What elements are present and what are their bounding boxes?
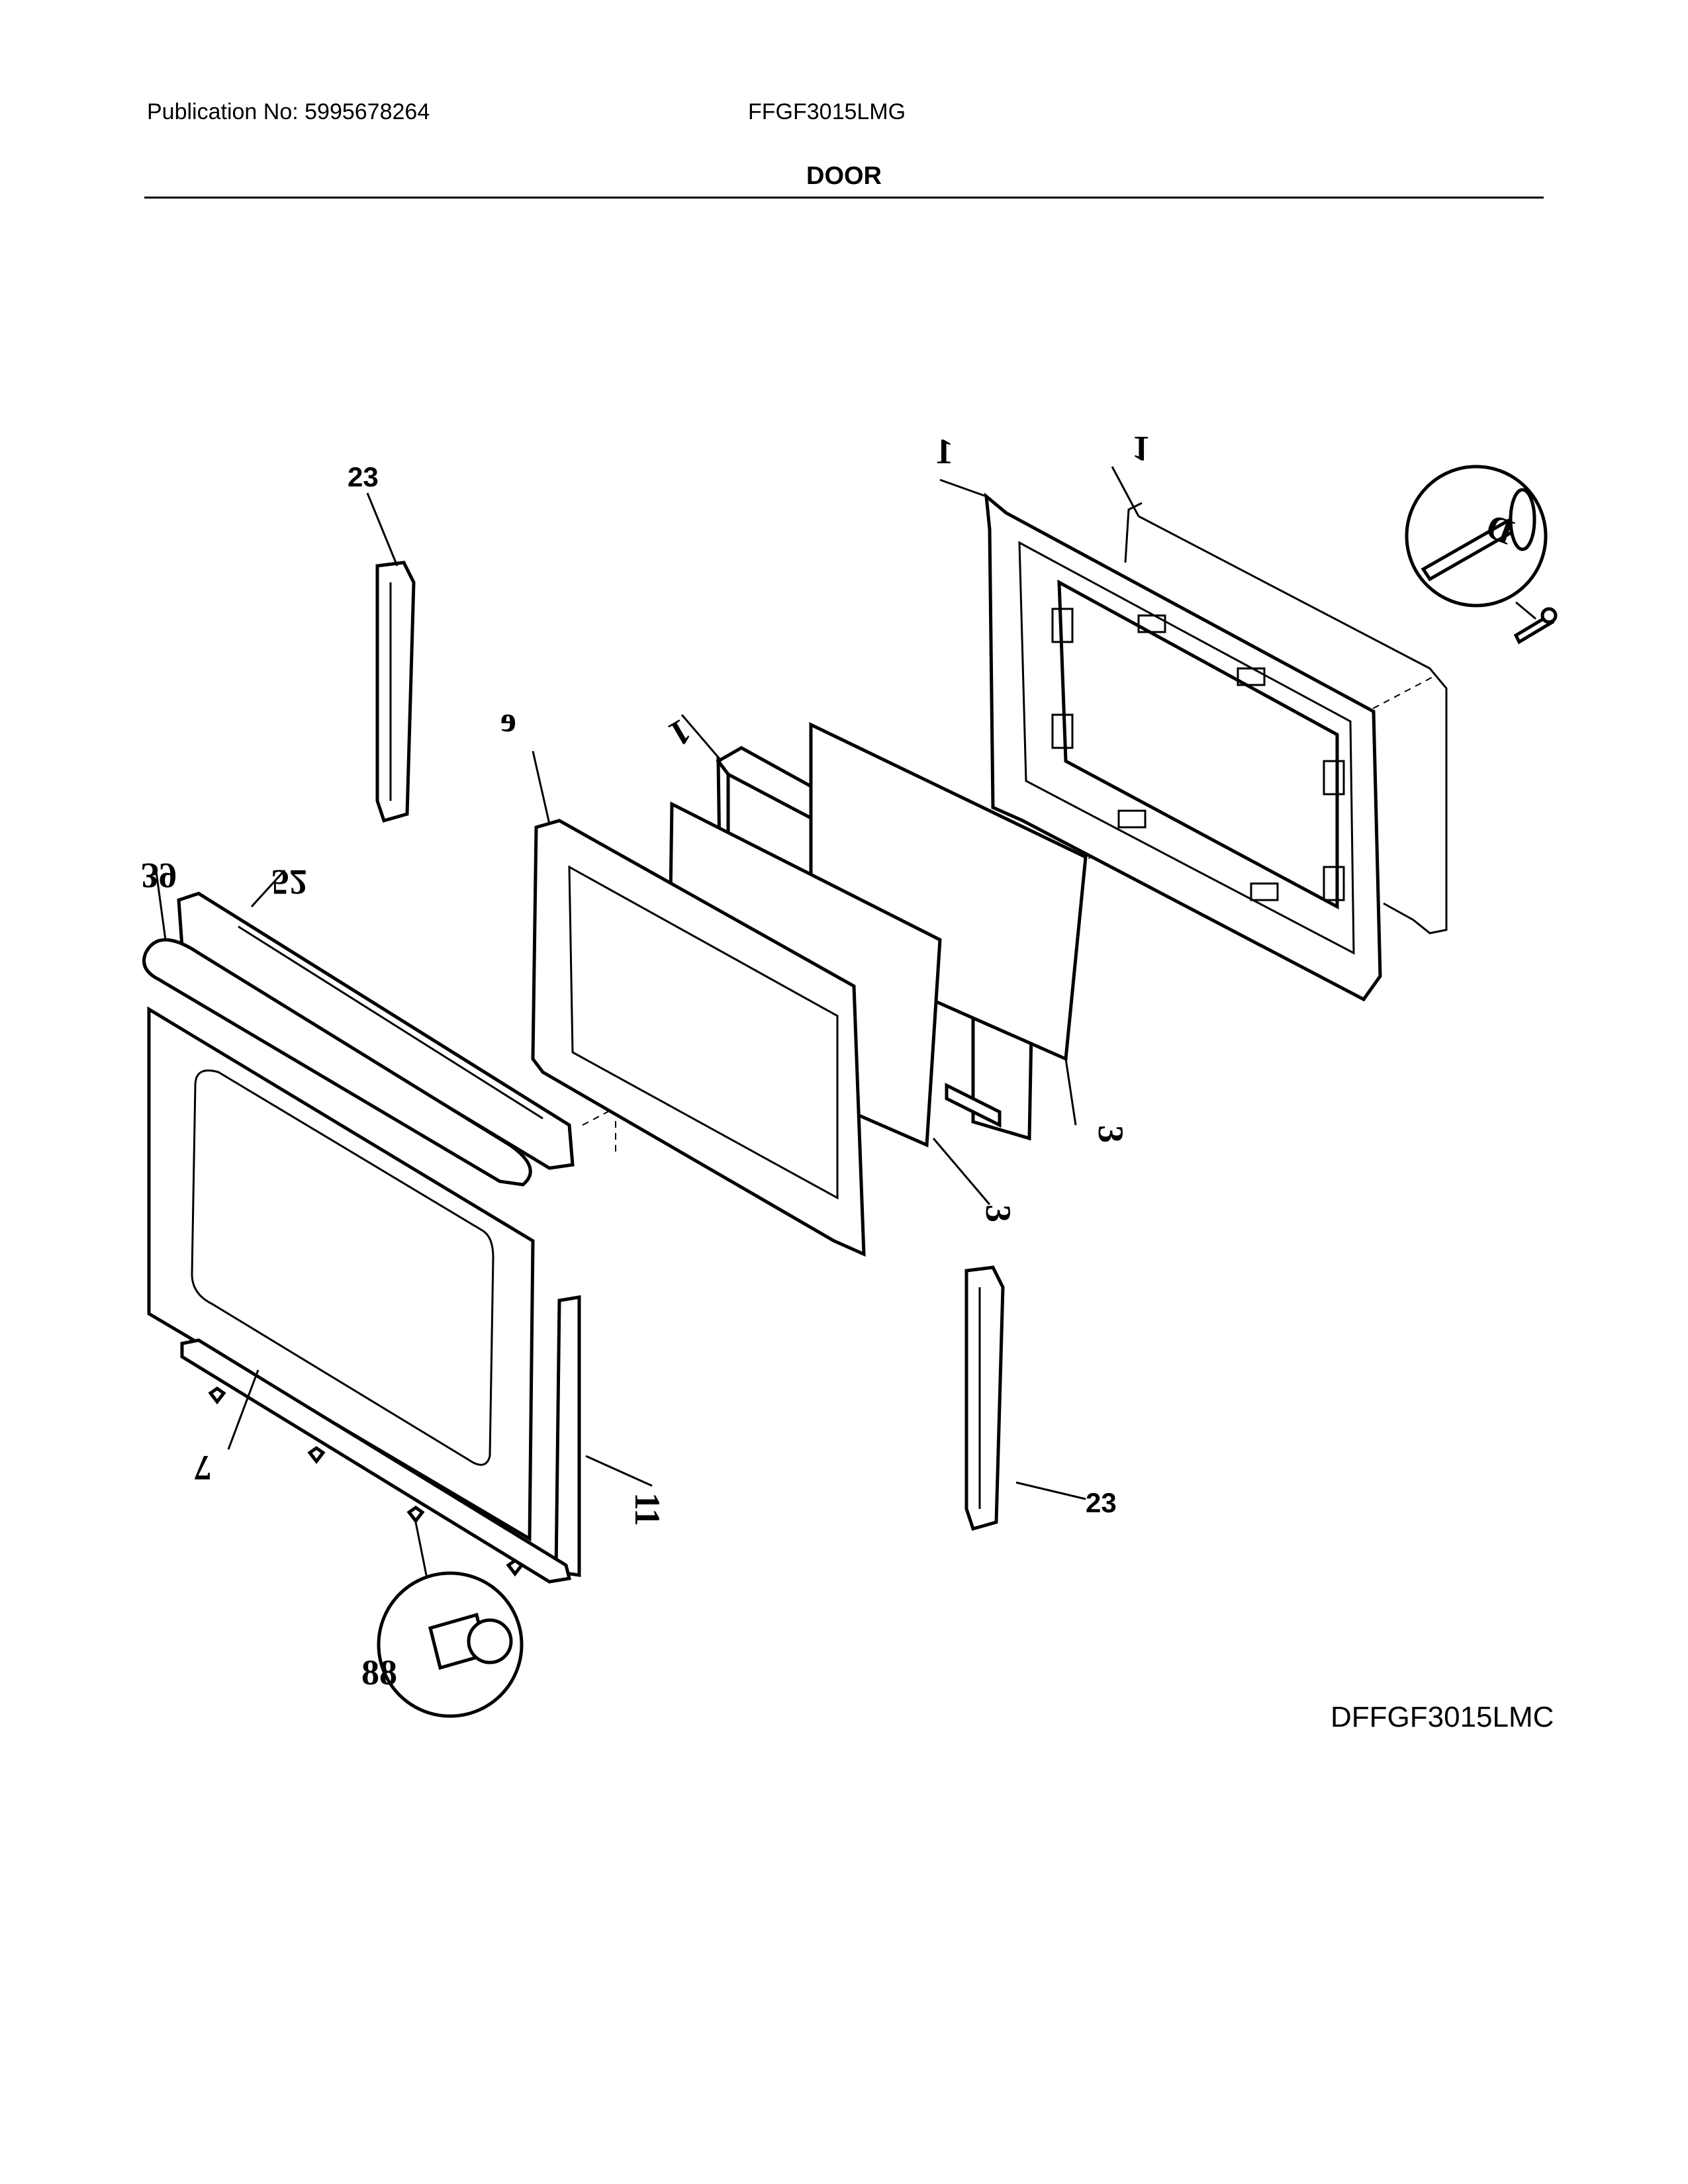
- outer-door-panel: [147, 1006, 535, 1542]
- detail-circle-stud: [1405, 465, 1558, 645]
- model-number: FFGF3015LMG: [748, 99, 906, 124]
- svg-text:1: 1: [663, 711, 698, 754]
- door-handle: [142, 938, 532, 1187]
- leader-frame: [532, 751, 551, 825]
- inner-door-liner: [984, 492, 1382, 1002]
- svg-text:e: e: [500, 700, 516, 739]
- detail-circle-screw: [377, 1522, 524, 1718]
- leader-pack: [680, 714, 723, 762]
- header-divider: [144, 197, 1544, 199]
- callout-hinge-bottom: 23: [1086, 1487, 1117, 1518]
- svg-text:88: 88: [361, 1653, 397, 1692]
- svg-text:11: 11: [628, 1492, 667, 1526]
- door-gasket-inner: [1124, 502, 1143, 563]
- door-bottom-channel: [180, 1338, 572, 1584]
- door-hinge-bottom: [964, 1265, 1086, 1531]
- svg-text:3: 3: [978, 1205, 1018, 1222]
- door-hinge-top: [366, 492, 416, 823]
- callout-hinge-top: 23: [348, 461, 379, 492]
- mirrored-callout-marks: 1 1 1 e 3 3 39 52 7 11 D 88: [141, 429, 1519, 1692]
- leader-handle: [154, 866, 167, 940]
- diagram-code: DFFGF3015LMC: [1331, 1701, 1554, 1733]
- door-gasket: [1138, 515, 1448, 934]
- svg-text:1: 1: [935, 432, 953, 471]
- door-side-trim: [554, 1295, 581, 1577]
- leader-glass-middle: [932, 1138, 991, 1205]
- svg-text:1: 1: [1132, 429, 1150, 469]
- svg-text:3: 3: [1091, 1125, 1131, 1143]
- publication-number: Publication No: 5995678264: [147, 99, 430, 124]
- leader-bottom: [227, 1369, 259, 1450]
- leader-glass-rear: [1064, 1058, 1077, 1126]
- leader-liner: [939, 478, 987, 498]
- svg-text:7: 7: [194, 1448, 212, 1488]
- leader-side: [585, 1455, 653, 1487]
- leader-trim: [250, 869, 286, 908]
- door-frame: [531, 819, 866, 1257]
- svg-text:39: 39: [141, 856, 177, 895]
- section-title: DOOR: [806, 162, 882, 190]
- svg-text:52: 52: [271, 862, 307, 902]
- leader-gasket: [1111, 466, 1140, 517]
- door-screws: [208, 1386, 524, 1577]
